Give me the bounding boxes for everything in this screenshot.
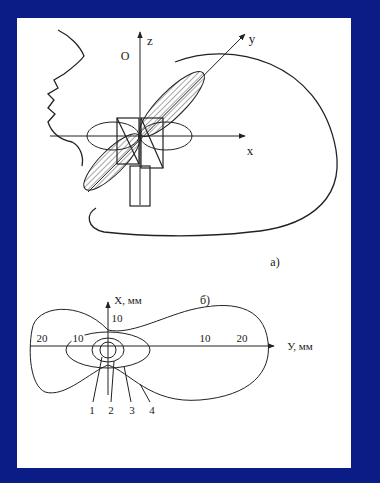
- axis-name: x: [246, 144, 255, 157]
- sensor-device: [117, 118, 163, 206]
- radiation-lobes: [77, 64, 213, 198]
- leader-line: [140, 384, 150, 402]
- leader-line: [93, 357, 102, 402]
- field-plot: [30, 302, 274, 402]
- axis-name: У, мм: [286, 341, 313, 352]
- axis-name: X, мм: [113, 295, 142, 306]
- leader-line: [111, 361, 114, 402]
- callout-number: 3: [128, 405, 136, 416]
- head-outline: [48, 30, 337, 236]
- coordinate-axes: [50, 32, 245, 205]
- origin-name: O: [120, 50, 131, 62]
- tick-value: 20: [36, 333, 49, 344]
- callout-number: 4: [148, 405, 156, 416]
- callout-number: 1: [88, 405, 96, 416]
- tick-value: 10: [72, 333, 85, 344]
- callout-number: 2: [107, 405, 115, 416]
- axis-name: y: [248, 32, 257, 45]
- figure-letter: б): [199, 294, 211, 306]
- tick-value: 10: [199, 333, 212, 344]
- leader-line: [124, 366, 131, 402]
- tick-value: 10: [111, 313, 124, 324]
- figure-letter: а): [269, 256, 280, 268]
- axis-name: z: [146, 34, 154, 47]
- tick-value: 20: [236, 333, 249, 344]
